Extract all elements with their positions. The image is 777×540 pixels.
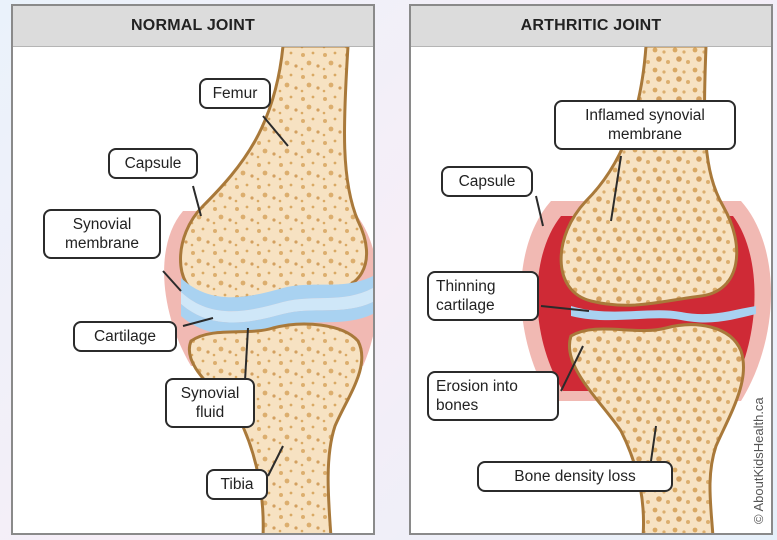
normal-joint-illustration [13, 6, 375, 535]
watermark-text: © AboutKidsHealth.ca [751, 397, 766, 524]
capsule-text: Capsule [125, 155, 182, 172]
arthritic-joint-panel: ARTHRITIC JOINT Inflamed synovial membra… [409, 4, 773, 535]
erosion-line1: Erosion into [436, 377, 550, 396]
normal-joint-panel: NORMAL JOINT Femur Capsule Synovial memb… [11, 4, 375, 535]
synovial-membrane-line1: Synovial [52, 215, 152, 234]
copyright-watermark: © AboutKidsHealth.ca [749, 336, 769, 526]
thinning-line1: Thinning [436, 277, 530, 296]
inflamed-line2: membrane [563, 125, 727, 144]
femur-bone [561, 46, 737, 305]
femur-text: Femur [213, 85, 258, 102]
erosion-label: Erosion into bones [427, 371, 559, 421]
synovial-fluid-line2: fluid [174, 403, 246, 422]
panel-title-arthritic: ARTHRITIC JOINT [411, 6, 771, 47]
bone-density-text: Bone density loss [514, 468, 636, 485]
synovial-fluid-line1: Synovial [174, 384, 246, 403]
synovial-fluid-label: Synovial fluid [165, 378, 255, 428]
capsule-text: Capsule [459, 173, 516, 190]
bone-density-label: Bone density loss [477, 461, 673, 492]
panel-title-normal: NORMAL JOINT [13, 6, 373, 47]
erosion-line2: bones [436, 396, 550, 415]
cartilage-label: Cartilage [73, 321, 177, 352]
inflamed-membrane-label: Inflamed synovial membrane [554, 100, 736, 150]
femur-label: Femur [199, 78, 271, 109]
tibia-bone [189, 324, 362, 535]
capsule-label: Capsule [441, 166, 533, 197]
tibia-label: Tibia [206, 469, 268, 500]
thinning-line2: cartilage [436, 296, 530, 315]
synovial-membrane-label: Synovial membrane [43, 209, 161, 259]
cartilage-text: Cartilage [94, 328, 156, 345]
thinning-cartilage-label: Thinning cartilage [427, 271, 539, 321]
tibia-text: Tibia [220, 476, 253, 493]
tibia-bone [569, 325, 743, 535]
synovial-membrane-line2: membrane [52, 234, 152, 253]
capsule-label: Capsule [108, 148, 198, 179]
inflamed-line1: Inflamed synovial [563, 106, 727, 125]
